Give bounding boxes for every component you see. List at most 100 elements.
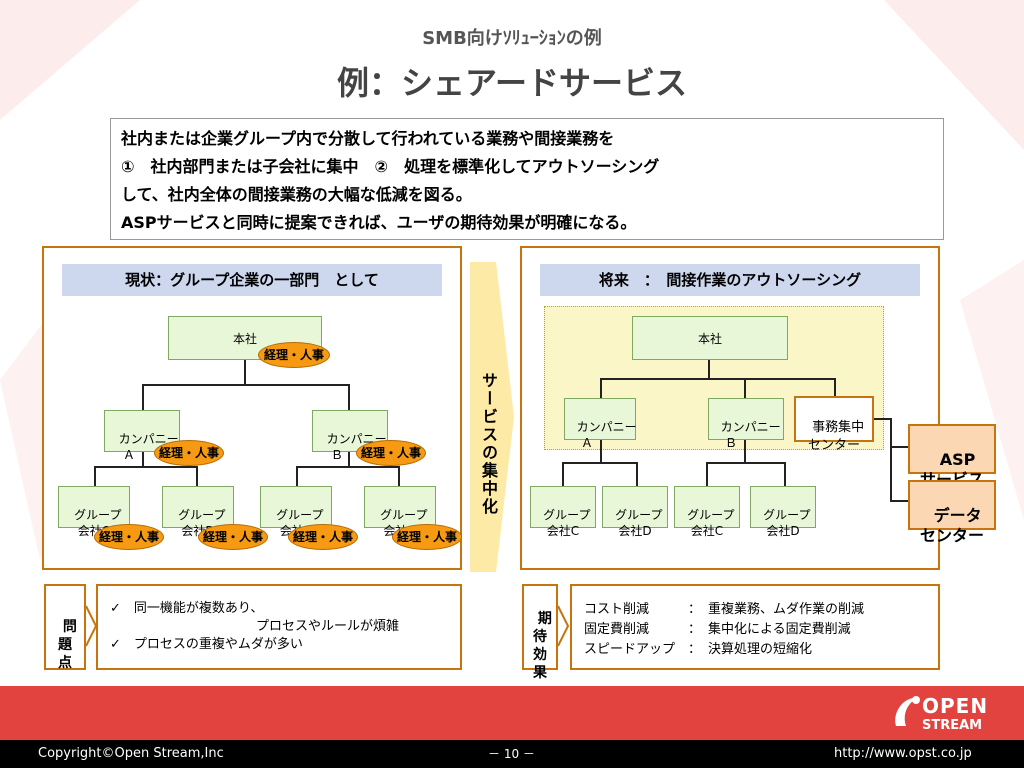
future-company-b-label: カンパニー Ｂ: [720, 420, 781, 450]
connector-line: [600, 378, 602, 398]
company-a-badge: 経理・人事: [154, 440, 224, 466]
arrow-label: サービスの集中化: [479, 372, 498, 516]
company-b-badge: 経理・人事: [356, 440, 426, 466]
connector-line: [562, 462, 638, 464]
connector-line: [784, 462, 786, 486]
site-url[interactable]: http://www.opst.co.jp: [834, 746, 972, 761]
future-company-a-label: カンパニー Ａ: [576, 420, 637, 450]
connector-line: [296, 466, 298, 486]
problem-item: プロセスやルールが煩雑: [256, 619, 400, 634]
logo-swirl-icon: [895, 696, 920, 726]
connector-line: [196, 466, 198, 486]
group-badge: 経理・人事: [392, 524, 462, 550]
problems-list: ✓ 同一機能が複数あり、 プロセスやルールが煩雑 ✓ プロセスの重複やムダが多い: [96, 584, 462, 670]
connector-line: [708, 358, 710, 378]
effect-key: スピードアップ: [584, 642, 676, 657]
future-group-label: グループ 会社C: [687, 508, 735, 538]
copyright: Copyright©Open Stream,Inc: [38, 746, 224, 761]
connector-line: [348, 384, 350, 410]
effect-row: コスト削減 ： 重複業務、ムダ作業の削減: [584, 600, 938, 620]
hq-label: 本社: [232, 332, 257, 346]
connector-line: [348, 450, 350, 466]
future-company-a-node: カンパニー Ａ: [564, 398, 637, 450]
effects-tag-label: 期 待 効 果: [533, 611, 552, 681]
connector-line: [874, 418, 892, 420]
future-group-node: グループ 会社D: [750, 486, 816, 538]
connector-line: [744, 440, 746, 462]
group-badge: 経理・人事: [288, 524, 358, 550]
future-group-node: グループ 会社C: [530, 486, 596, 538]
asp-service-box: ASP サービス: [908, 424, 996, 489]
connector-line: [890, 446, 908, 448]
connector-line: [142, 384, 144, 410]
problem-item: ✓ 同一機能が複数あり、: [110, 601, 264, 616]
group-company-node: グループ 会社C: [58, 486, 130, 538]
future-group-node: グループ 会社C: [674, 486, 740, 538]
connector-line: [600, 440, 602, 462]
logo-stream: STREAM: [922, 718, 983, 733]
page-subtitle: SMB向けｿﾘｭｰｼｮﾝの例: [422, 28, 602, 49]
data-center-label: データ センター: [919, 506, 984, 545]
future-group-label: グループ 会社C: [543, 508, 591, 538]
future-hq-label: 本社: [697, 332, 722, 346]
connector-line: [142, 384, 350, 386]
future-hq-node: 本社: [632, 316, 788, 360]
connector-line: [636, 462, 638, 486]
connector-line: [600, 378, 836, 380]
effect-value: 決算処理の短縮化: [708, 642, 813, 657]
problem-item: ✓ プロセスの重複やムダが多い: [110, 637, 303, 652]
effect-sep: ：: [688, 602, 702, 617]
group-badge: 経理・人事: [198, 524, 268, 550]
chevron-right-icon: [557, 605, 570, 647]
connector-line: [706, 462, 708, 486]
connector-line: [562, 462, 564, 486]
group-company-node: グループ 会社C: [260, 486, 332, 538]
effect-value: 集中化による固定費削減: [708, 622, 851, 637]
effects-list: コスト削減 ： 重複業務、ムダ作業の削減 固定費削減 ： 集中化による固定費削減…: [570, 584, 940, 670]
connector-line: [94, 466, 198, 468]
shared-service-center-label: 事務集中 センター: [807, 420, 865, 453]
connector-line: [244, 358, 246, 384]
connector-line: [142, 450, 144, 466]
group-company-node: グループ 会社D: [162, 486, 234, 538]
company-a-label: カンパニー Ａ: [118, 432, 179, 462]
hq-badge: 経理・人事: [258, 342, 330, 368]
future-state-heading: 将来 ： 間接作業のアウトソーシング: [540, 264, 920, 296]
connector-line: [744, 378, 746, 398]
centralization-arrow: [470, 262, 514, 572]
future-group-label: グループ 会社D: [615, 508, 663, 538]
effect-sep: ：: [688, 622, 702, 637]
page-number: － 10 －: [488, 747, 535, 761]
logo-open: OPEN: [922, 694, 989, 718]
connector-line: [398, 466, 400, 486]
group-badge: 経理・人事: [94, 524, 164, 550]
connector-line: [296, 466, 400, 468]
connector-line: [834, 378, 836, 396]
page-title: 例：シェアードサービス: [336, 64, 688, 102]
shared-service-center: 事務集中 センター: [794, 396, 874, 453]
effect-key: 固定費削減: [584, 622, 650, 637]
footer-bar: Copyright©Open Stream,Inc － 10 － http://…: [0, 740, 1024, 768]
effect-sep: ：: [688, 642, 702, 657]
connector-line: [706, 462, 786, 464]
problems-tag: 問 題 点: [44, 584, 86, 671]
future-company-b-node: カンパニー Ｂ: [708, 398, 784, 450]
hq-node: 本社: [168, 316, 322, 360]
footer-band: [0, 686, 1024, 740]
current-state-heading: 現状：グループ企業の一部門 として: [62, 264, 442, 296]
effect-value: 重複業務、ムダ作業の削減: [708, 602, 865, 617]
group-company-node: グループ 会社D: [364, 486, 436, 538]
data-center-box: データ センター: [908, 480, 996, 545]
effect-key: コスト削減: [584, 602, 650, 617]
future-group-label: グループ 会社D: [763, 508, 811, 538]
connector-line: [890, 500, 908, 502]
summary-text: 社内または企業グループ内で分散して行われている業務や間接業務を ① 社内部門また…: [110, 118, 944, 240]
connector-line: [94, 466, 96, 486]
connector-line: [890, 418, 892, 502]
effects-tag: 期 待 効 果: [522, 584, 558, 681]
effect-row: 固定費削減 ： 集中化による固定費削減: [584, 620, 938, 640]
effect-row: スピードアップ ： 決算処理の短縮化: [584, 640, 938, 660]
future-group-node: グループ 会社D: [602, 486, 668, 538]
problems-tag-label: 問 題 点: [58, 619, 77, 671]
